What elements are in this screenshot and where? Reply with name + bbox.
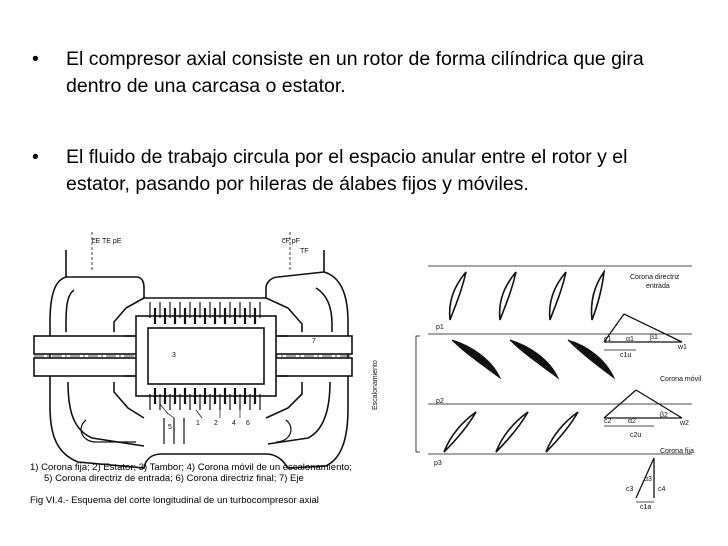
c2u-label: c2u	[630, 432, 642, 439]
w1-label: w1	[678, 344, 687, 351]
figure-caption-title: Fig VI.4.- Esquema del corte longitudina…	[30, 495, 319, 506]
number-7-label: 7	[312, 338, 316, 345]
corona-fija-label: Corona fija	[660, 448, 694, 455]
bullet-text: El fluido de trabajo circula por el espa…	[66, 146, 628, 195]
outlet-temp-label: TF	[300, 248, 309, 255]
alpha1-label: α1	[626, 336, 634, 343]
alpha2-label: α2	[628, 418, 636, 425]
figure-caption-line: 5) Corona directriz de entrada; 6) Coron…	[44, 473, 304, 484]
corona-movil-label: Corona móvil	[660, 376, 702, 383]
alpha3-label: α3	[644, 476, 652, 483]
number-3-label: 3	[172, 352, 176, 359]
corona-directriz-label: Corona directriz	[630, 274, 680, 281]
bullet-item: • El compresor axial consiste en un roto…	[32, 46, 692, 100]
number-6-label: 6	[246, 420, 250, 427]
c1-label: c1	[604, 336, 612, 343]
c1a-label: c1a	[640, 504, 652, 511]
beta2-label: β2	[660, 412, 668, 419]
p2-label: p2	[436, 398, 444, 405]
inlet-label: c̅E TE pE	[92, 238, 122, 245]
c3-label: c3	[626, 486, 634, 493]
c1u-label: c1u	[620, 352, 632, 359]
beta1-label: β1	[650, 334, 658, 341]
bullet-marker: •	[32, 48, 39, 70]
outlet-label: c̅F pF	[282, 238, 300, 245]
figure-caption-line: 1) Corona fija; 2) Estator; 3) Tambor; 4…	[30, 462, 352, 473]
p3-label: p3	[434, 460, 442, 467]
number-2-label: 2	[214, 420, 218, 427]
c4-label: c4	[658, 486, 666, 493]
number-5-label: 5	[168, 424, 172, 431]
entrada-label: entrada	[646, 283, 670, 290]
number-1-label: 1	[196, 420, 200, 427]
bullet-text: El compresor axial consiste en un rotor …	[66, 48, 644, 97]
blade-cascade-diagram	[415, 265, 692, 503]
bullet-item: • El fluido de trabajo circula por el es…	[32, 144, 692, 198]
escalonamiento-label: Escalonamiento	[372, 360, 379, 410]
w2-label: w2	[680, 420, 689, 427]
c2-label: c2	[604, 418, 612, 425]
p1-label: p1	[436, 324, 444, 331]
number-4-label: 4	[232, 420, 236, 427]
compressor-section-diagram	[33, 232, 353, 469]
bullet-marker: •	[32, 146, 39, 168]
